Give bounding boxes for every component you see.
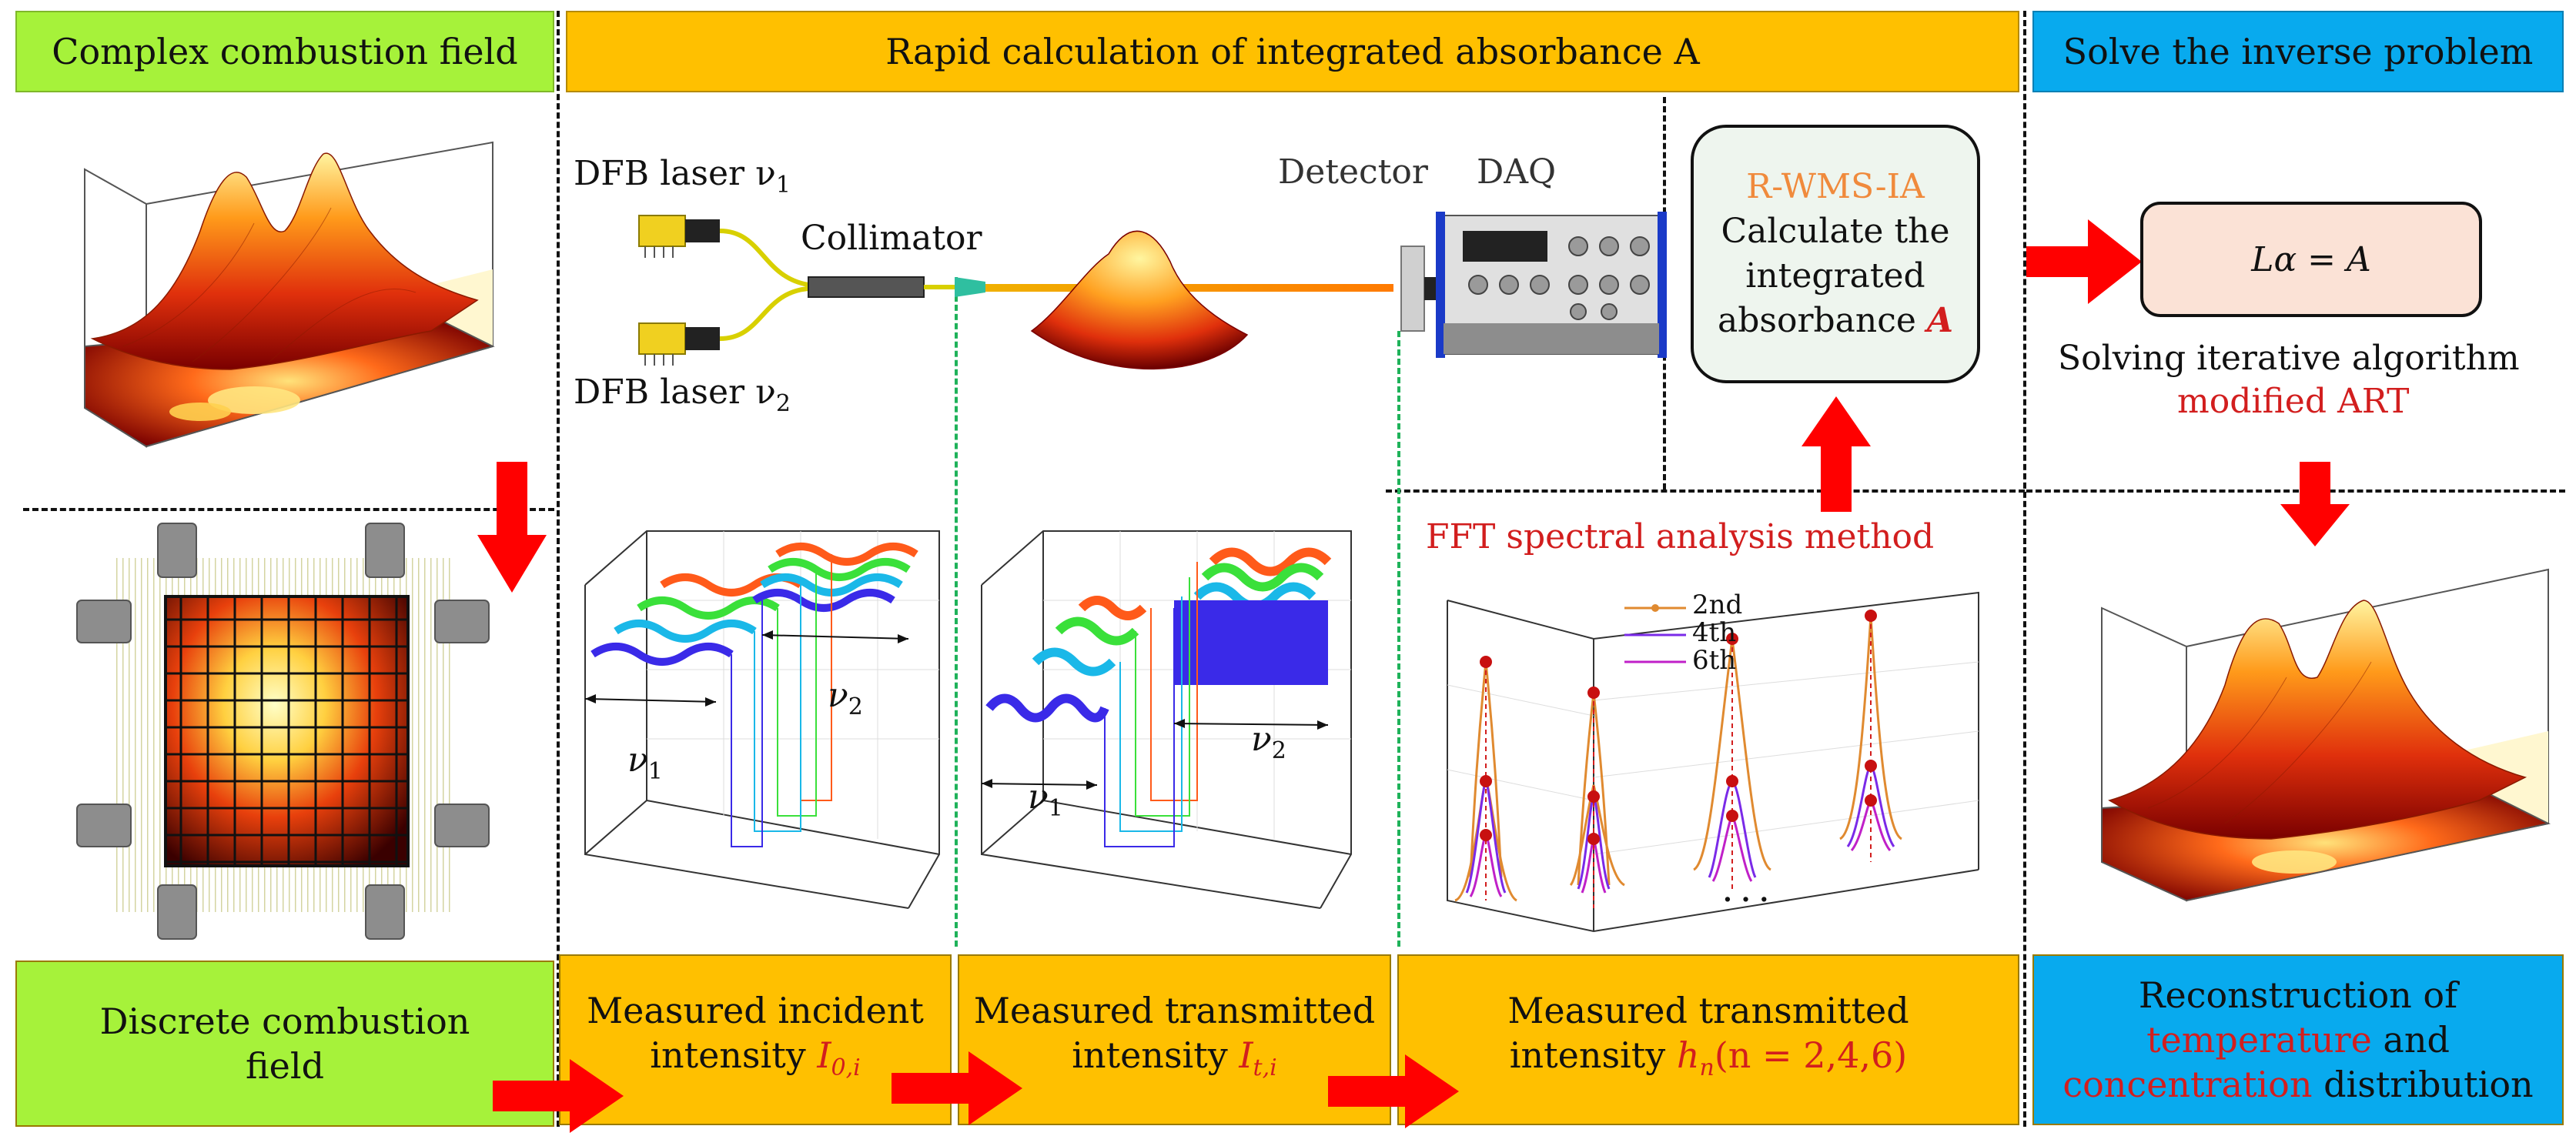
- algo-line1: Solving iterative algorithm: [2058, 339, 2520, 378]
- harm-line2: intensity hn(n = 2,4,6): [1509, 1034, 1908, 1082]
- arrow-right-bottom-3: [1328, 1054, 1459, 1128]
- incident-line1: Measured incident: [587, 990, 924, 1032]
- harm-line1: Measured transmitted: [1507, 990, 1909, 1032]
- nu2-label-transmitted: ν2: [1251, 720, 1286, 764]
- rwms-ia-box: R-WMS-IA Calculate the integrated absorb…: [1691, 125, 1980, 383]
- equation-box: Lα = A: [2140, 202, 2482, 317]
- daq-label: DAQ: [1477, 152, 1557, 192]
- divider-right-horizontal: [2026, 489, 2565, 493]
- trans-line1: Measured transmitted: [973, 990, 1376, 1032]
- legend-6th: 6th: [1692, 645, 1737, 676]
- arrow-down-right: [2280, 462, 2350, 546]
- footer-reconstruction: Reconstruction of temperature and concen…: [2032, 954, 2564, 1125]
- detector-label: Detector: [1278, 152, 1428, 192]
- trans-line2: intensity It,i: [1072, 1034, 1277, 1082]
- divider-right: [2023, 11, 2026, 1127]
- collimator-label: Collimator: [801, 219, 982, 258]
- rwms-line3: absorbance A: [1717, 301, 1954, 340]
- recon-line2: temperature and: [2146, 1019, 2450, 1061]
- footer-transmitted-intensity: Measured transmitted intensity It,i: [958, 954, 1391, 1125]
- rwms-line2: integrated: [1745, 256, 1925, 296]
- nu2-label-incident: ν2: [828, 676, 863, 720]
- divider-middle-horizontal: [1386, 489, 2025, 493]
- footer-incident-intensity: Measured incident intensity I0,i: [559, 954, 952, 1125]
- fft-harmonics-plot: [1447, 591, 1979, 933]
- rwms-title: R-WMS-IA: [1746, 167, 1925, 206]
- arrow-right-bottom-2: [892, 1051, 1022, 1125]
- arrow-up-rwms: [1802, 396, 1871, 512]
- green-divider-2: [1397, 331, 1400, 947]
- fft-title: FFT spectral analysis method: [1426, 517, 1935, 556]
- transmitted-intensity-plot: [981, 530, 1352, 909]
- reconstructed-surface-3d: [2101, 568, 2551, 902]
- discrete-line1: Discrete combustion: [99, 1001, 470, 1042]
- laser-optics-setup: [638, 212, 1667, 370]
- nu1-label-transmitted: ν1: [1028, 777, 1063, 822]
- rwms-line1: Calculate the: [1721, 212, 1950, 251]
- green-divider-1: [955, 277, 958, 947]
- arrow-down-left: [477, 462, 547, 593]
- header-solve-inverse: Solve the inverse problem: [2032, 11, 2564, 92]
- incident-line2: intensity I0,i: [650, 1034, 861, 1082]
- recon-line1: Reconstruction of: [2138, 974, 2458, 1016]
- discrete-grid-field: [76, 523, 490, 940]
- divider-left-horizontal: [23, 508, 554, 511]
- incident-intensity-plot: [584, 530, 940, 909]
- laser-2-label: DFB laser ν2: [574, 373, 791, 417]
- divider-left: [557, 11, 560, 1127]
- fft-ellipsis: . . .: [1723, 877, 1769, 908]
- arrow-right-equation: [2026, 219, 2142, 304]
- laser-1-label: DFB laser ν1: [574, 154, 791, 199]
- combustion-surface-3d: [84, 141, 495, 448]
- discrete-line2: field: [245, 1045, 325, 1087]
- arrow-right-bottom-1: [493, 1059, 624, 1133]
- footer-harmonic-intensity: Measured transmitted intensity hn(n = 2,…: [1397, 954, 2019, 1125]
- recon-line3: concentration distribution: [2062, 1064, 2534, 1105]
- algo-line2: modified ART: [2177, 382, 2410, 421]
- footer-discrete-field: Discrete combustion field: [15, 961, 554, 1127]
- header-rapid-calculation: Rapid calculation of integrated absorban…: [566, 11, 2019, 92]
- header-complex-combustion-field: Complex combustion field: [15, 11, 554, 92]
- legend-2nd: 2nd: [1692, 590, 1743, 620]
- nu1-label-incident: ν1: [627, 740, 663, 785]
- fft-legend: [1624, 604, 1686, 663]
- legend-4th: 4th: [1692, 617, 1737, 648]
